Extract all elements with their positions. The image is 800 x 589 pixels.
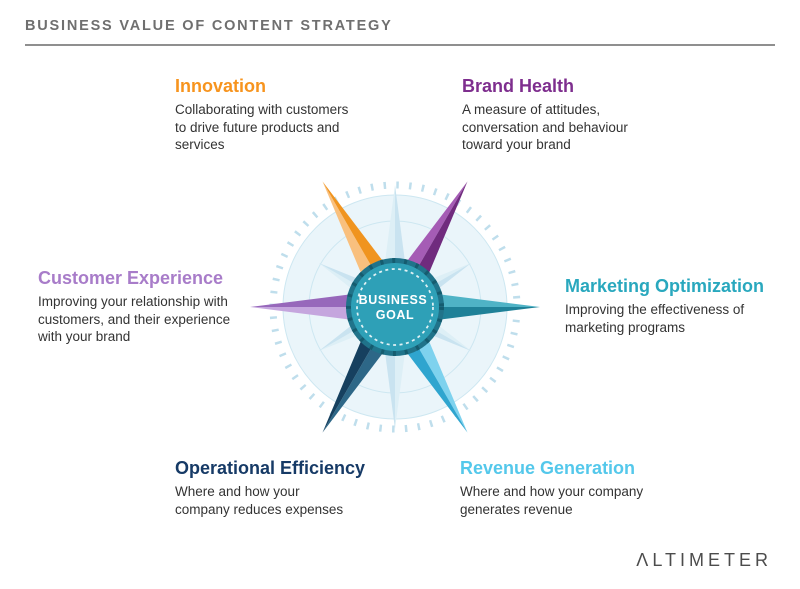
segment-description: Improving the effectiveness of marketing… — [565, 302, 745, 335]
segment-operational-efficiency: Operational Efficiency Where and how you… — [175, 458, 366, 518]
altimeter-logo: ΛLTIMETER — [636, 550, 772, 570]
segment-description: Where and how your company generates rev… — [460, 484, 644, 517]
hub-disc — [351, 263, 439, 351]
compass-diagram: BUSINESS GOAL — [250, 181, 540, 433]
segment-description: Where and how your company reduces expen… — [175, 484, 344, 517]
segment-customer-experience: Customer Experience Improving your relat… — [38, 268, 233, 346]
segment-innovation: Innovation Collaborating with customers … — [175, 76, 360, 154]
segment-marketing-optimization: Marketing Optimization Improving the eff… — [565, 276, 765, 336]
segment-description: A measure of attitudes, conversation and… — [462, 102, 628, 153]
segment-title: Marketing Optimization — [565, 276, 765, 296]
segment-revenue-generation: Revenue Generation Where and how your co… — [460, 458, 645, 518]
hub-dashed-ring — [356, 268, 434, 346]
segment-brand-health: Brand Health A measure of attitudes, con… — [462, 76, 652, 154]
business-goal-hub: BUSINESS GOAL — [346, 258, 444, 356]
segment-description: Collaborating with customers to drive fu… — [175, 102, 349, 153]
segment-title: Innovation — [175, 76, 266, 96]
page-title: BUSINESS VALUE OF CONTENT STRATEGY — [25, 18, 393, 34]
segment-description: Improving your relationship with custome… — [38, 294, 231, 345]
hub-notch-ring — [346, 258, 444, 356]
segment-title: Brand Health — [462, 76, 575, 96]
segment-title: Customer Experience — [38, 268, 224, 288]
segment-title: Revenue Generation — [460, 458, 636, 478]
segment-title: Operational Efficiency — [175, 458, 366, 478]
page-header: BUSINESS VALUE OF CONTENT STRATEGY — [25, 18, 775, 46]
business-goal-label: BUSINESS GOAL — [359, 293, 432, 322]
